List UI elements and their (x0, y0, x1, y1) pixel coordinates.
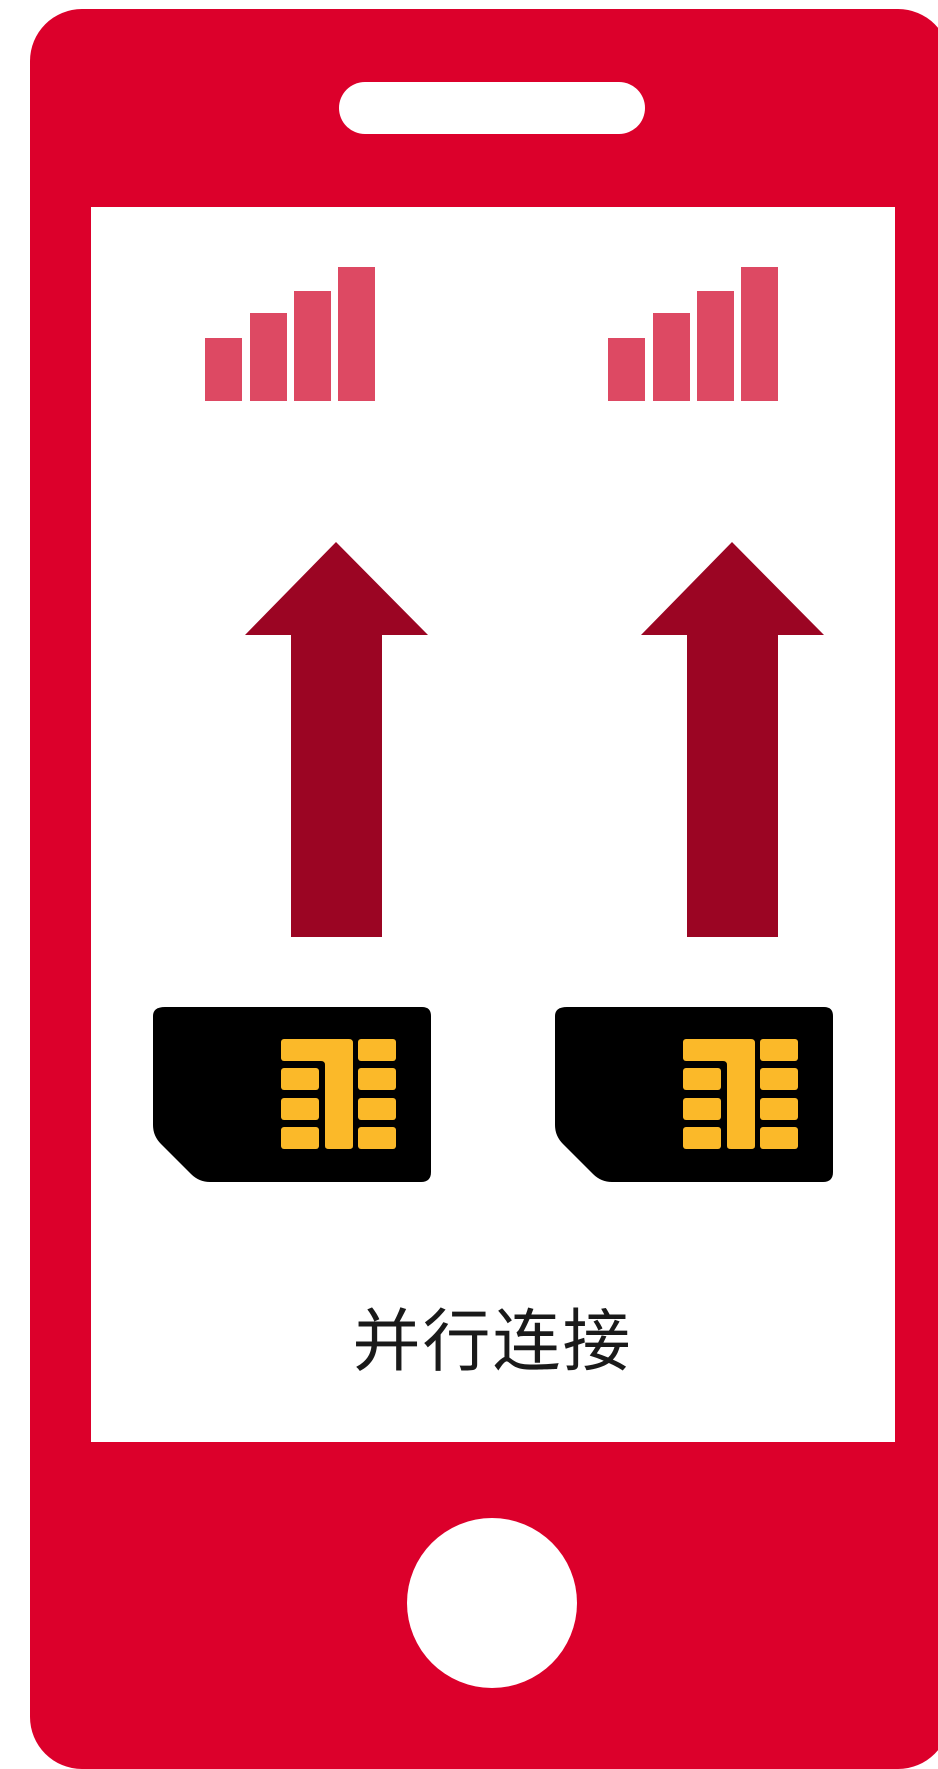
signal-bars-icon (608, 267, 778, 401)
transfer-arrows-icon (551, 542, 824, 940)
phone-speaker (339, 82, 645, 134)
caption-text: 并行连接 (352, 1303, 633, 1382)
sim-card-icon (153, 1007, 431, 1182)
signal-bars-icon (205, 267, 375, 401)
sim-card-icon (555, 1007, 833, 1182)
home-button[interactable] (407, 1518, 577, 1688)
transfer-arrows-icon (155, 542, 428, 940)
